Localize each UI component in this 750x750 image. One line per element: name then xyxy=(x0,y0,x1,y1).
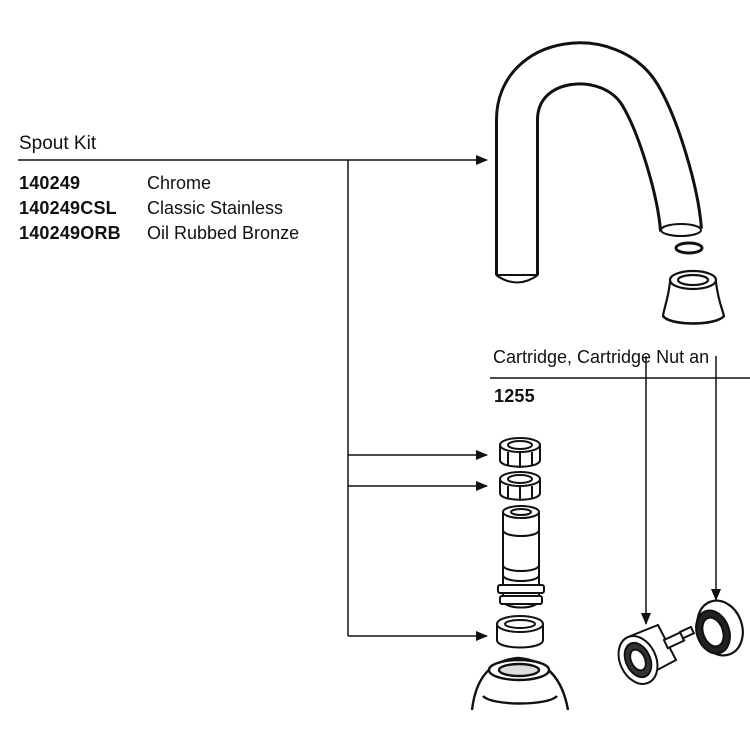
cartridge-nut xyxy=(695,599,744,657)
spout-kit-leader-lines xyxy=(18,155,488,641)
spout-o-ring xyxy=(674,241,704,255)
upper-retainer-ring xyxy=(499,437,541,468)
cartridge-kit-title: Cartridge, Cartridge Nut an xyxy=(493,347,710,367)
spout-kit-part-number-oil-rubbed-bronze: 140249ORB xyxy=(19,223,121,243)
cartridge xyxy=(617,623,696,685)
spout-kit-title: Spout Kit xyxy=(19,133,97,154)
cartridge-leader-lines xyxy=(490,356,750,625)
spout-base-collar xyxy=(661,269,726,325)
spout-kit-finish-classic-stainless: Classic Stainless xyxy=(147,198,284,218)
lower-retainer-ring xyxy=(499,471,541,501)
inner-stem-sleeve xyxy=(497,505,545,609)
cartridge-kit-part-number: 1255 xyxy=(494,386,535,406)
spout-kit-finish-oil-rubbed-bronze: Oil Rubbed Bronze xyxy=(147,223,300,243)
valve-body xyxy=(470,656,570,711)
spout-kit-part-number-chrome: 140249 xyxy=(19,173,81,193)
base-adapter-ring xyxy=(496,615,544,649)
spout-tube xyxy=(495,41,703,284)
spout-kit-finish-chrome: Chrome xyxy=(147,173,212,193)
spout-kit-part-number-classic-stainless: 140249CSL xyxy=(19,198,117,218)
